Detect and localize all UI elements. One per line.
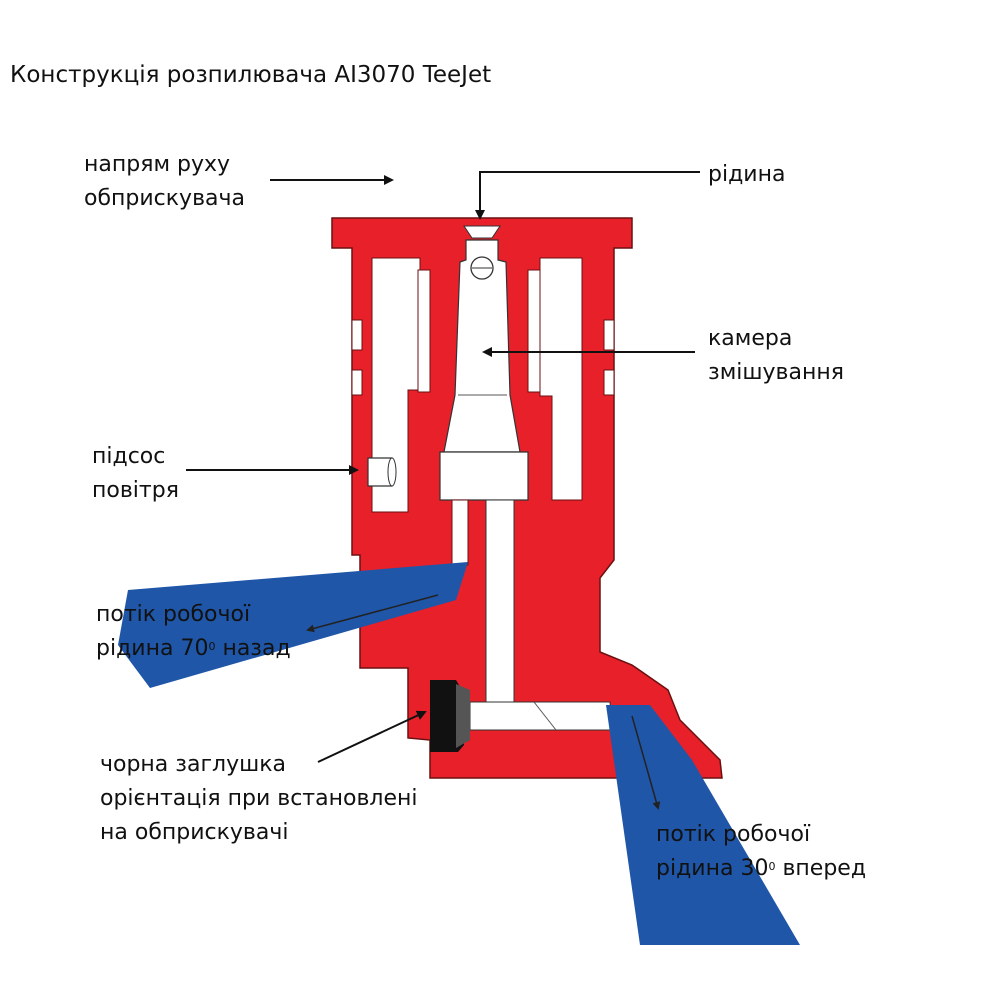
- label-flow-back: потік робочої рідина 700 назад: [96, 602, 291, 661]
- nozzle-body: [331, 217, 723, 779]
- flow-forward-arrow: [631, 715, 661, 810]
- diagram-title: Конструкція розпилювача AI3070 TeeJet: [10, 62, 492, 88]
- label-black-cap: чорна заглушка орієнтація при встановлен…: [100, 752, 418, 845]
- label-flow-forward: потік робочої рідина 300 вперед: [656, 822, 867, 881]
- label-air-intake: підсос повітря: [92, 444, 179, 503]
- liquid-arrow: [475, 171, 700, 220]
- black-cap-arrow: [317, 710, 427, 763]
- spray-back-70: [118, 562, 468, 688]
- label-direction: напрям руху обприскувача: [84, 152, 246, 211]
- flow-back-arrow: [306, 594, 439, 633]
- spray-forward-30: [606, 705, 800, 945]
- black-cap: [430, 680, 470, 752]
- label-liquid: рідина: [708, 162, 786, 187]
- label-mixing-chamber: камера змішування: [708, 326, 845, 385]
